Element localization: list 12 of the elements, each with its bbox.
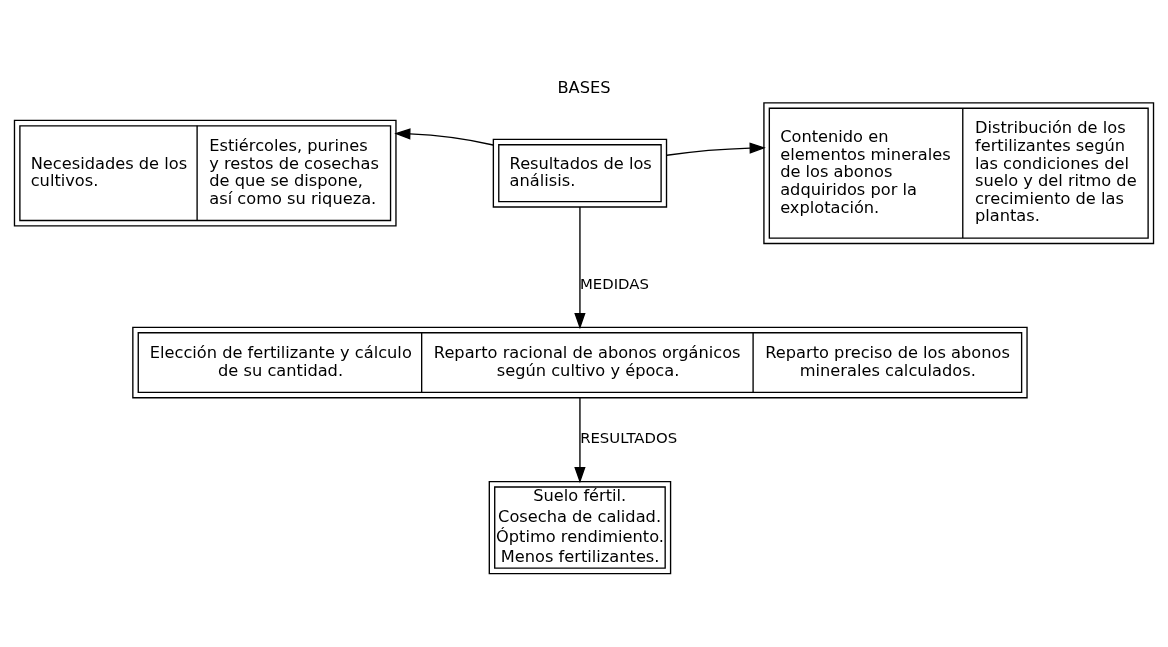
arrow — [666, 141, 766, 156]
node-box: Elección de fertilizante y cálculo de su cantidad. Reparto racional de abonos orgánicos según cultivo y época. Reparto preciso de los abonos minerales calculados. — [132, 326, 1028, 398]
node-box: Suelo fértil. Cosecha de calidad. Óptimo rendimiento. Menos fertilizantes. — [488, 480, 672, 574]
diagram-title: BASES — [557, 77, 611, 97]
edge-label: RESULTADOS — [580, 428, 678, 447]
edge-label: MEDIDAS — [579, 274, 649, 293]
arrow — [574, 396, 586, 483]
node-box: Contenido en elementos minerales de los abonos adquiridos por la explotación. Distribución de los fertilizantes según las condiciones del suelo y del ritmo de crecimiento de las plantas. — [763, 101, 1155, 244]
arrow — [574, 205, 586, 329]
node-box: Resultados de los análisis. — [492, 138, 668, 208]
arrow — [394, 127, 494, 146]
node-box: Necesidades de los cultivos. Estiércoles, purines y restos de cosechas de que se dispone, así como su riqueza. — [13, 119, 397, 227]
